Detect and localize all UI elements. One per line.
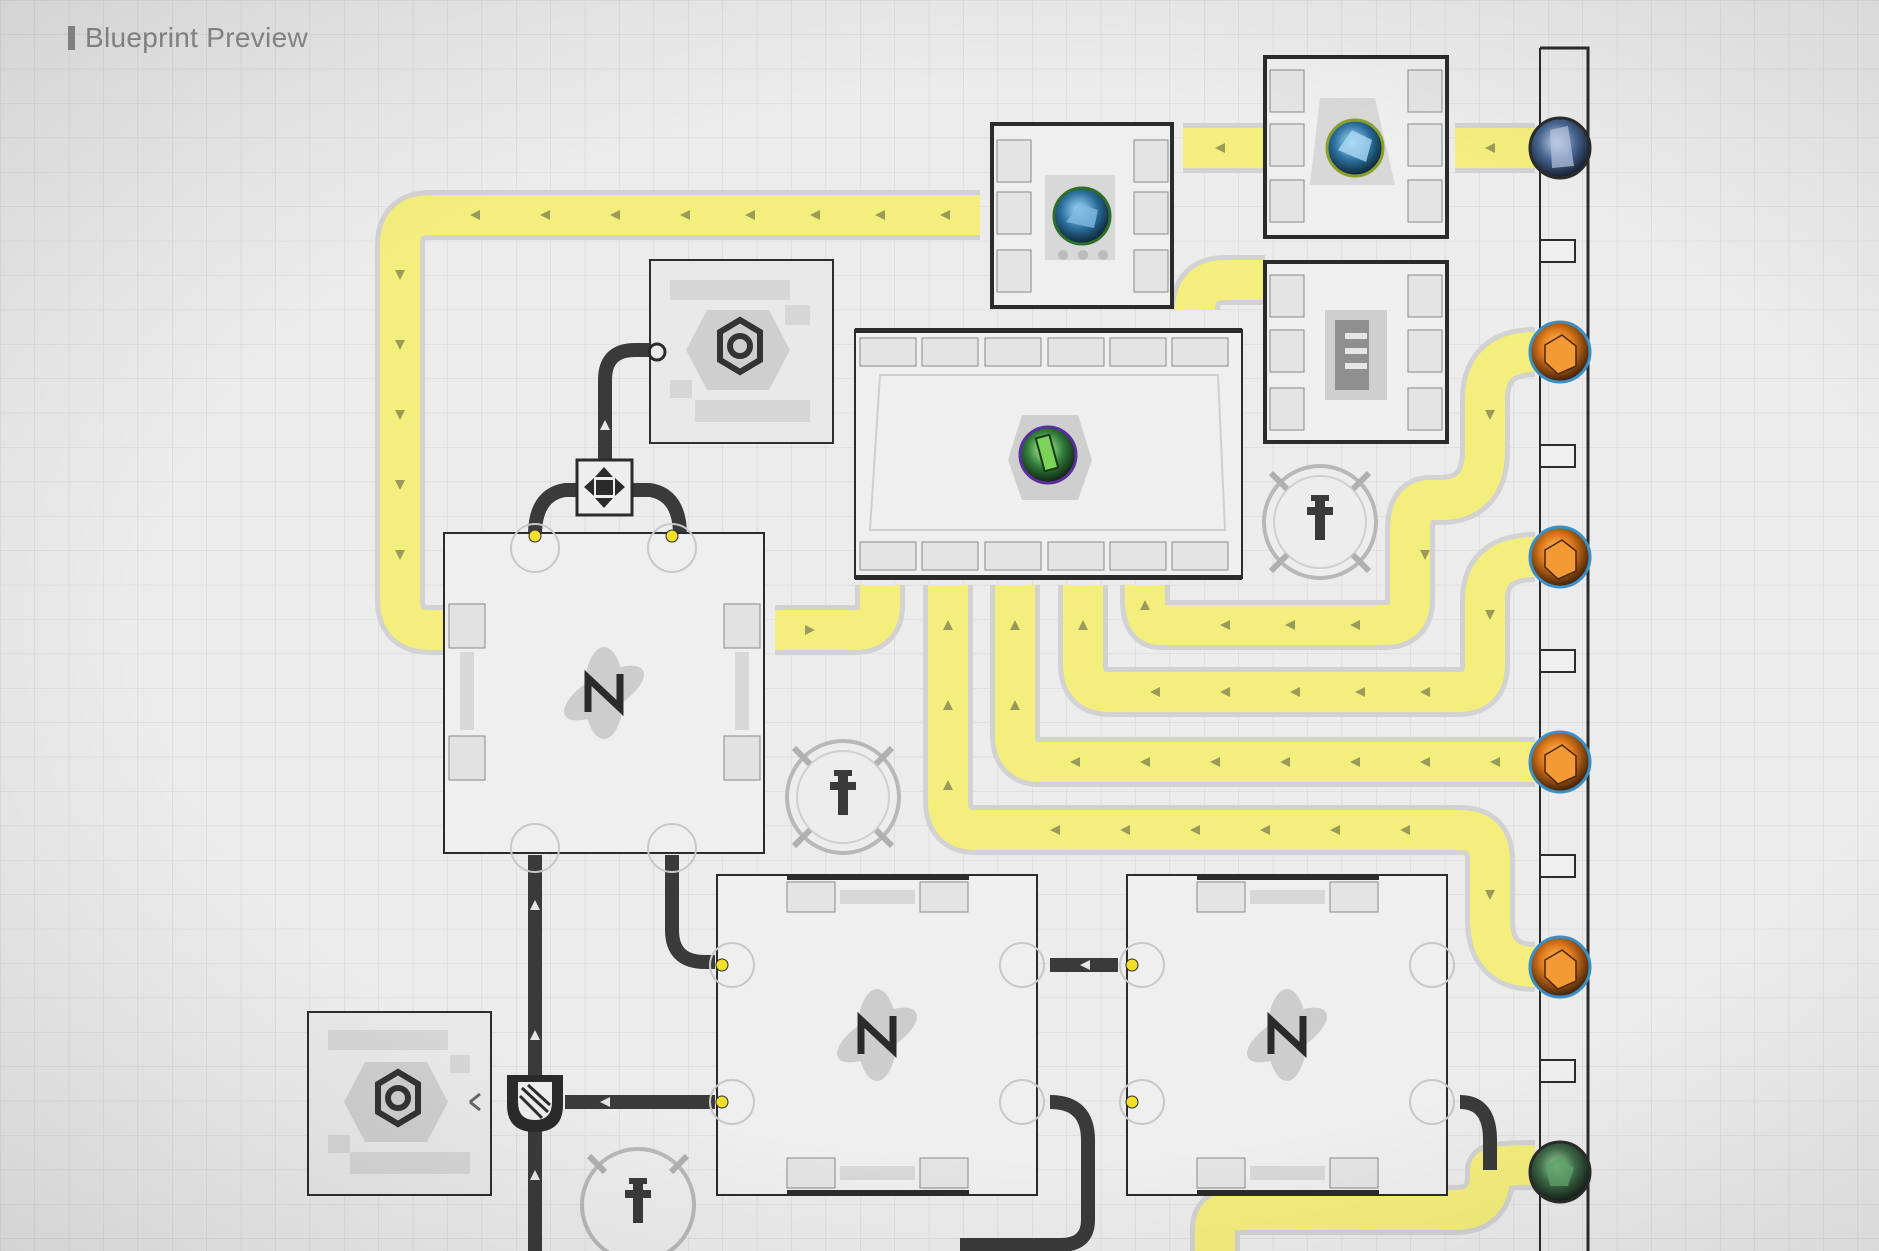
power-pylon-c[interactable] — [580, 1147, 696, 1251]
blue-crystal-item-icon — [1325, 118, 1385, 178]
refinery-module-top[interactable] — [647, 259, 834, 444]
storage-depot-module[interactable] — [1263, 260, 1449, 444]
blue-crystal-item-icon — [1052, 186, 1112, 246]
resource-port-rail — [1539, 46, 1590, 1251]
port-amber-ore-2[interactable] — [1528, 525, 1592, 589]
processor-module-bottom-b[interactable] — [1119, 874, 1455, 1196]
fabricator-module-center[interactable] — [854, 328, 1243, 580]
blueprint-header: Blueprint Preview — [68, 22, 308, 54]
power-pylon-b[interactable] — [1262, 464, 1378, 580]
crystal-smelter-module-b[interactable] — [1263, 55, 1449, 239]
port-green-ore[interactable] — [1528, 1140, 1592, 1204]
port-amber-ore-4[interactable] — [1528, 935, 1592, 999]
conveyor-belts[interactable] — [375, 123, 1537, 1251]
refinery-machine-icon — [717, 316, 763, 376]
port-amber-ore-1[interactable] — [1528, 320, 1592, 384]
port-amber-ore-3[interactable] — [1528, 730, 1592, 794]
refinery-machine-icon — [375, 1068, 421, 1128]
header-accent-bar — [68, 26, 75, 50]
green-battery-item-icon — [1018, 425, 1078, 485]
assembler-machine-icon — [564, 647, 644, 739]
belt-splitter-icon[interactable] — [575, 458, 634, 517]
assembler-machine-icon — [1247, 989, 1327, 1081]
port-blue-crystal[interactable] — [1528, 116, 1592, 180]
assembler-machine-icon — [837, 989, 917, 1081]
crystal-smelter-module-a[interactable] — [990, 122, 1174, 309]
pipelines[interactable] — [528, 343, 1497, 1251]
power-pylon-icon — [1307, 495, 1333, 540]
storage-depot-icon — [1325, 310, 1387, 400]
power-pylon-icon — [625, 1178, 651, 1223]
processor-module-bottom-a[interactable] — [709, 874, 1045, 1196]
pipe-merger-icon[interactable] — [507, 1075, 563, 1132]
power-pylon-a[interactable] — [785, 739, 901, 855]
page-title: Blueprint Preview — [85, 22, 308, 53]
processor-module-left[interactable] — [443, 523, 765, 873]
refinery-module-bottom[interactable] — [307, 1011, 492, 1196]
power-pylon-icon — [830, 770, 856, 815]
